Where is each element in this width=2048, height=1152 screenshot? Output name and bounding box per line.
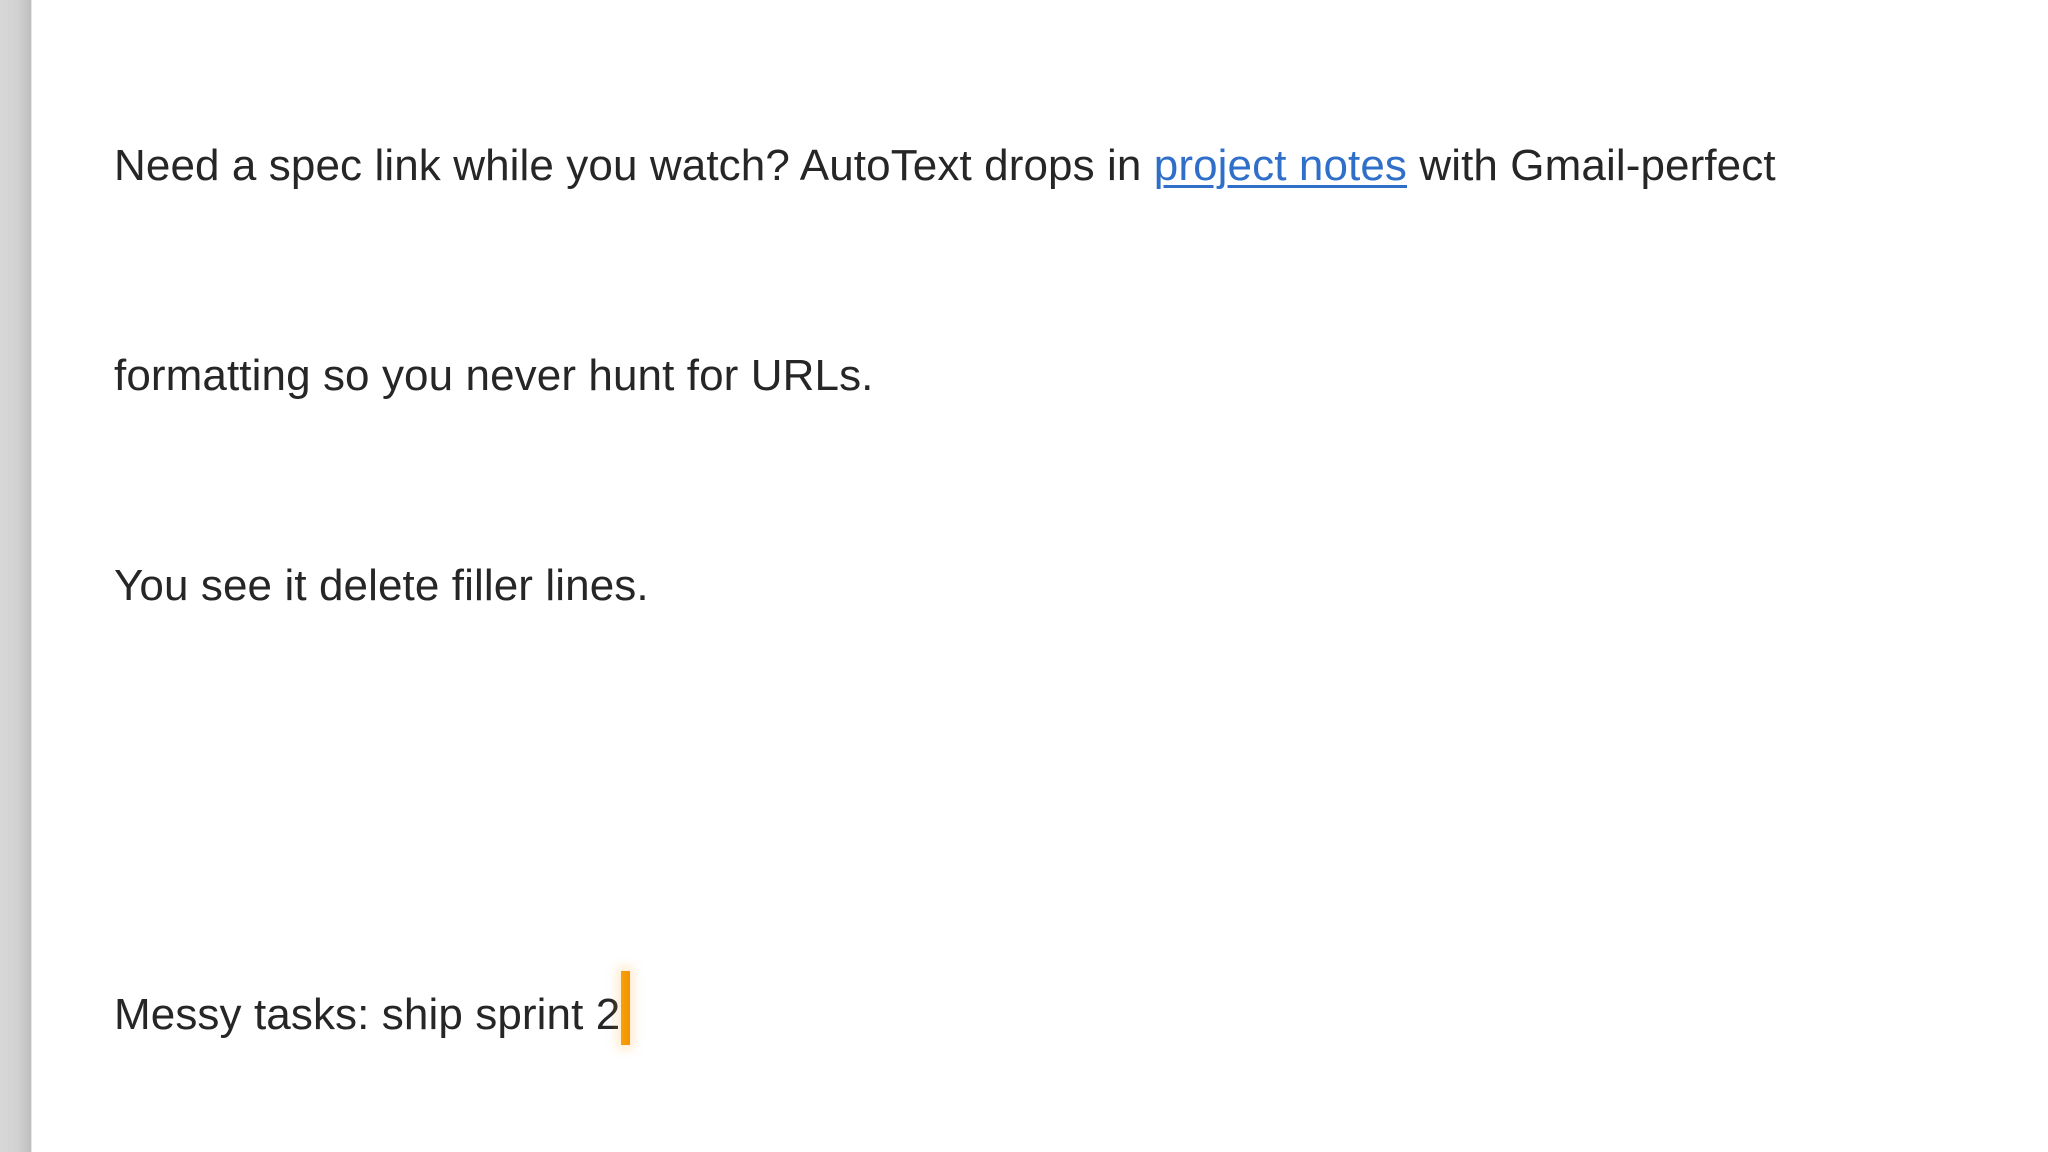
text-editor[interactable]: Need a spec link while you watch? AutoTe… [32, 0, 2048, 1152]
line1-text-before-link: Need a spec link while you watch? AutoTe… [114, 141, 1154, 190]
document-body[interactable]: Need a spec link while you watch? AutoTe… [114, 0, 2014, 1152]
text-caret [621, 971, 631, 1045]
doc-line-3: You see it delete filler lines. [114, 561, 649, 610]
doc-line-4-empty [114, 761, 2014, 831]
doc-line-2: formatting so you never hunt for URLs. [114, 351, 874, 400]
project-notes-link[interactable]: project notes [1153, 141, 1408, 190]
current-line-text: Messy tasks: ship sprint 2 [114, 990, 621, 1039]
side-panel-edge [0, 0, 32, 1152]
doc-line-1: Need a spec link while you watch? AutoTe… [114, 131, 2014, 201]
doc-line-5: Messy tasks: ship sprint 2 [114, 971, 2014, 1045]
line1-text-after-link: with Gmail-perfect [1407, 141, 1776, 190]
